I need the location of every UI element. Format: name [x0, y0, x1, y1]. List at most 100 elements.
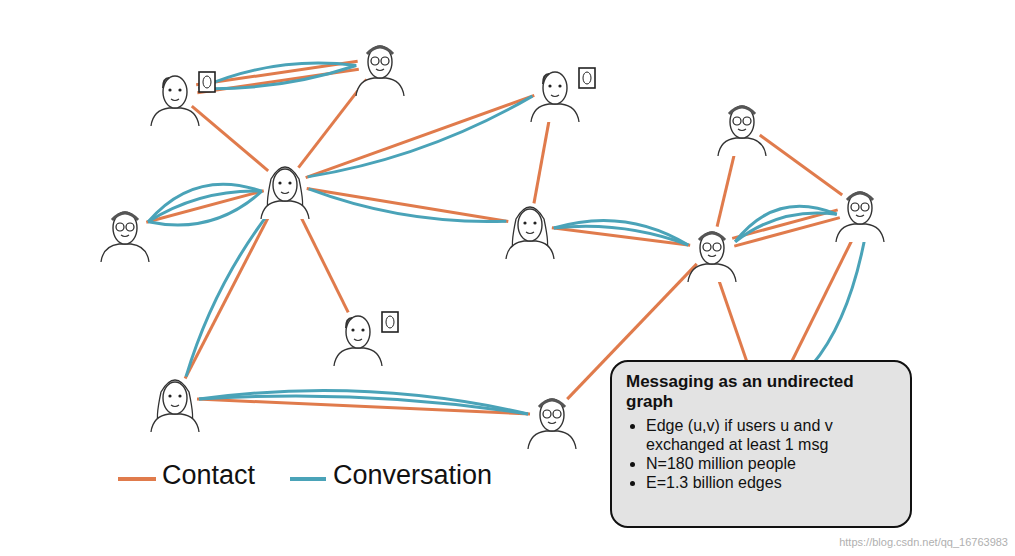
sketch-stroke	[346, 318, 352, 328]
person-sketch	[151, 72, 215, 126]
sketch-stroke	[851, 203, 859, 211]
sketch-stroke	[708, 255, 716, 257]
sketch-stroke	[506, 241, 554, 259]
sketch-stroke	[533, 221, 536, 224]
person-sketch	[151, 380, 199, 432]
person-sketch	[506, 207, 554, 259]
contact-line	[716, 272, 748, 365]
conversation-curve	[812, 232, 866, 365]
person-sketch	[718, 106, 766, 156]
sketch-stroke	[718, 138, 766, 156]
sketch-stroke	[151, 414, 199, 432]
person-sketch	[836, 192, 884, 242]
sketch-stroke	[699, 233, 725, 240]
person-sketch	[531, 68, 595, 122]
sketch-stroke	[278, 181, 281, 184]
bullet-item: N=180 million people	[646, 454, 896, 473]
person-sketch	[688, 232, 736, 282]
conversation-curve	[148, 184, 262, 222]
sketch-stroke	[743, 117, 751, 125]
sketch-stroke	[261, 201, 309, 219]
sketch-stroke	[163, 76, 187, 108]
contact-sample	[118, 477, 156, 481]
sketch-stroke	[583, 72, 591, 84]
sketch-stroke	[116, 223, 124, 231]
sketch-stroke	[703, 243, 711, 251]
contact-line	[534, 110, 551, 204]
contact-line	[790, 234, 855, 365]
sketch-stroke	[281, 192, 289, 194]
conversation-curve	[148, 191, 262, 225]
sketch-stroke	[356, 78, 404, 96]
person-sketch	[356, 46, 404, 96]
picture-frame	[579, 68, 595, 88]
sketch-stroke	[700, 232, 724, 264]
sketch-stroke	[168, 394, 171, 397]
sketch-stroke	[334, 348, 382, 366]
person-sketch	[101, 212, 149, 262]
sketch-stroke	[376, 69, 384, 71]
bullet-list: Edge (u,v) if users u and v exchanged at…	[626, 416, 896, 492]
sketch-stroke	[688, 264, 736, 282]
sketch-stroke	[551, 95, 559, 97]
sketch-stroke	[368, 46, 392, 78]
legend-label: Conversation	[333, 460, 492, 491]
sketch-stroke	[548, 422, 556, 424]
sketch-stroke	[151, 108, 199, 126]
contact-line	[192, 106, 268, 171]
sketch-stroke	[523, 221, 526, 224]
sketch-stroke	[836, 224, 884, 242]
watermark: https://blog.csdn.net/qq_16763983	[839, 536, 1008, 548]
sketch-stroke	[729, 107, 755, 114]
sketch-stroke	[168, 88, 171, 91]
contact-line	[185, 205, 275, 379]
person-sketch	[334, 312, 398, 366]
sketch-stroke	[738, 129, 746, 131]
conversation-curve	[186, 206, 274, 376]
sketch-stroke	[346, 316, 370, 348]
sketch-stroke	[113, 212, 137, 244]
sketch-stroke	[386, 316, 394, 328]
sketch-stroke	[730, 106, 754, 138]
contact-line	[760, 135, 842, 195]
sketch-stroke	[543, 74, 549, 84]
sketch-stroke	[178, 394, 181, 397]
sketch-stroke	[543, 410, 551, 418]
conversation-curve	[735, 206, 837, 241]
contact-line	[307, 189, 509, 222]
sketch-stroke	[354, 339, 362, 341]
sketch-stroke	[848, 192, 872, 224]
sketch-stroke	[171, 405, 179, 407]
sketch-stroke	[371, 57, 379, 65]
conversation-curve	[199, 391, 528, 414]
sketch-stroke	[553, 410, 561, 418]
sketch-stroke	[713, 243, 721, 251]
sketch-stroke	[178, 88, 181, 91]
sketch-stroke	[861, 203, 869, 211]
sketch-stroke	[121, 235, 129, 237]
sketch-stroke	[112, 213, 138, 220]
sketch-stroke	[101, 244, 149, 262]
sketch-stroke	[361, 328, 364, 331]
contact-line	[295, 205, 348, 313]
sketch-stroke	[548, 84, 551, 87]
sketch-stroke	[163, 78, 169, 88]
sketch-stroke	[543, 72, 567, 104]
legend-label: Contact	[162, 460, 255, 491]
info-callout-box: Messaging as an undirected graphEdge (u,…	[610, 360, 912, 528]
sketch-stroke	[163, 382, 187, 414]
sketch-stroke	[539, 400, 565, 407]
person-sketch	[528, 399, 576, 449]
box-heading: Messaging as an undirected graph	[626, 372, 896, 412]
picture-frame	[199, 72, 215, 92]
sketch-stroke	[381, 57, 389, 65]
sketch-stroke	[528, 431, 576, 449]
conversation-curve	[308, 96, 533, 177]
person-sketch	[261, 167, 309, 219]
picture-frame	[382, 312, 398, 332]
sketch-stroke	[733, 117, 741, 125]
conversation-curve	[199, 63, 357, 88]
sketch-stroke	[126, 223, 134, 231]
bullet-item: Edge (u,v) if users u and v exchanged at…	[646, 416, 896, 454]
sketch-stroke	[273, 169, 297, 201]
